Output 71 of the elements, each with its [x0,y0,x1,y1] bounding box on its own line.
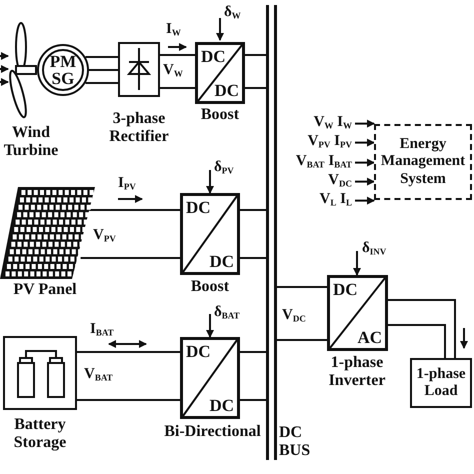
converter-label: AC [357,329,382,346]
generator-label: PM SG [49,53,77,87]
node-label: Boost [190,278,230,296]
signal-label: V$_{PV}$ I$_{PV}$ [308,133,352,150]
node-label: PV Panel [12,281,78,299]
converter-label: DC [209,397,234,414]
wire [240,257,266,259]
wire [86,82,118,84]
variable-label: δ$_{INV}$ [362,241,386,256]
wire [277,286,327,288]
box-label: Energy Management System [380,136,466,188]
dc-bus-bar [266,5,277,460]
wire [245,54,266,56]
signal-label: V$_{DC}$ [328,172,352,190]
box-label: 1-phase Load [415,366,467,400]
variable-label: V$_{DC}$ [282,308,306,324]
generator-circle [37,44,89,96]
converter-label: DC [209,253,234,270]
wire [240,351,266,353]
converter-label: DC [186,199,211,216]
variable-label: δ$_{W}$ [224,5,241,20]
variable-label: I$_{W}$ [166,22,181,38]
wire [277,339,327,341]
converter-label: DC [333,281,358,298]
node-label: DC BUS [279,424,312,460]
arrow [355,178,375,186]
converter-label: DC [214,82,239,99]
variable-label: I$_{BAT}$ [90,322,114,338]
arrow [355,120,375,128]
node-label: Wind Turbine [2,124,60,160]
node-label: Battery Storage [12,416,68,452]
node-label: 3-phase Rectifier [108,110,170,146]
wire [89,69,118,71]
solar-panel-drawing [0,187,95,279]
arrow [355,138,375,147]
signal-label: V$_{BAT}$ I$_{BAT}$ [296,153,352,170]
variable-label: δ$_{PV}$ [214,160,234,176]
converter-box [327,275,388,351]
variable-label: V$_{PV}$ [93,228,116,244]
wire [240,209,266,211]
wire [77,399,180,401]
battery-box [3,336,77,410]
variable-label: δ$_{BAT}$ [214,305,240,320]
wire [160,87,195,89]
converter-label: DC [201,48,226,65]
wire [77,351,180,353]
wire [388,324,446,358]
converter-box [180,193,240,275]
variable-label: V$_{W}$ [163,63,183,78]
node-label: Boost [200,106,240,124]
converter-box [195,42,245,104]
wire [86,56,118,58]
wind-turbine-drawing [8,22,36,118]
wire [89,209,180,211]
control-system-box [374,124,472,200]
converter-label: DC [186,343,211,360]
variable-label: I$_{PV}$ [118,176,136,192]
converter-box [180,337,240,419]
wire [388,299,456,358]
arrow [355,196,375,205]
load-box [410,358,472,408]
signal-label: V$_{L}$ I$_{L}$ [320,191,352,208]
node-label: 1-phase Inverter [328,354,386,390]
variable-label: V$_{BAT}$ [84,367,113,382]
wire [240,399,266,401]
wire [160,54,195,56]
arrow [355,158,375,167]
signal-label: V$_{W}$ I$_{W}$ [314,114,352,132]
node-label: Bi-Directional [163,423,262,441]
wire [245,87,266,89]
rectifier-box [118,42,160,97]
